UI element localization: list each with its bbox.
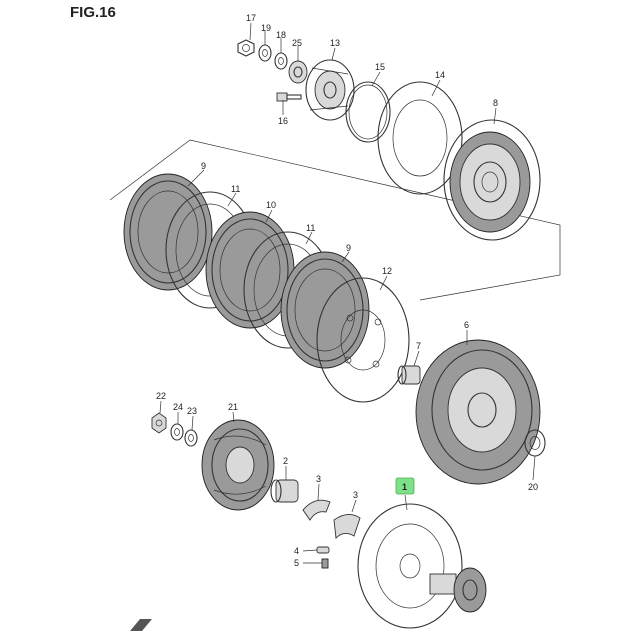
part-17-nut[interactable] [237, 39, 255, 57]
callout-16: 16 [278, 116, 288, 126]
callout-11-right: 11 [306, 223, 315, 233]
callout-22: 22 [156, 391, 166, 401]
callout-23: 23 [187, 406, 197, 416]
callout-12: 12 [382, 266, 392, 276]
part-18-washer[interactable] [274, 52, 288, 70]
callout-9-upper: 9 [201, 161, 206, 171]
callout-20: 20 [528, 482, 538, 492]
part-4-pin[interactable] [316, 546, 330, 554]
subassembly-boundary [109, 139, 561, 301]
callout-1: 1 [402, 482, 407, 492]
part-16-bolt[interactable] [276, 92, 302, 102]
part-22-nut[interactable] [151, 412, 167, 434]
callout-4: 4 [294, 546, 299, 556]
callout-11-left: 11 [231, 184, 240, 194]
part-25-bearing[interactable] [288, 60, 308, 84]
callout-7: 7 [416, 341, 421, 351]
part-8-clutch-hub[interactable] [443, 119, 541, 241]
part-7-spacer[interactable] [397, 365, 421, 385]
callout-labels: 17 19 18 25 13 15 14 8 16 9 11 10 11 9 1… [156, 13, 538, 568]
callout-6: 6 [464, 320, 469, 330]
callout-10: 10 [266, 200, 276, 210]
part-23-washer[interactable] [184, 429, 198, 447]
callout-13: 13 [330, 38, 340, 48]
part-1-clutch-drum[interactable] [357, 503, 487, 629]
part-24-washer[interactable] [170, 423, 184, 441]
callout-5: 5 [294, 558, 299, 568]
callout-1-highlight[interactable]: 1 [395, 477, 415, 495]
part-6-clutch-housing[interactable] [415, 339, 541, 485]
callout-17: 17 [246, 13, 256, 23]
callout-leaders [159, 22, 536, 564]
callout-14: 14 [435, 70, 445, 80]
part-14-plate[interactable] [377, 81, 463, 195]
part-21-shoe-assembly[interactable] [201, 419, 275, 511]
part-13-lifter[interactable] [305, 59, 355, 121]
part-5-screw[interactable] [321, 558, 329, 569]
callout-24: 24 [173, 402, 183, 412]
callout-19: 19 [261, 23, 271, 33]
callout-18: 18 [276, 30, 286, 40]
part-19-washer[interactable] [258, 44, 272, 62]
part-2-bearing[interactable] [270, 479, 299, 503]
callout-2: 2 [283, 456, 288, 466]
callout-8: 8 [493, 98, 498, 108]
corner-fragment [130, 619, 152, 631]
callout-3-left: 3 [316, 474, 321, 484]
callout-9-lower: 9 [346, 243, 351, 253]
part-9-friction-plate-b[interactable] [280, 251, 370, 369]
part-3-oneway-clutch-b[interactable] [333, 514, 361, 539]
figure-title: FIG.16 [70, 4, 116, 21]
part-15-ring[interactable] [345, 81, 391, 143]
callout-15: 15 [375, 62, 385, 72]
part-12-pressure-disc[interactable] [316, 277, 410, 403]
callout-3-right: 3 [353, 490, 358, 500]
part-3-oneway-clutch-a[interactable] [302, 499, 331, 521]
callout-21: 21 [228, 402, 238, 412]
callout-25: 25 [292, 38, 302, 48]
